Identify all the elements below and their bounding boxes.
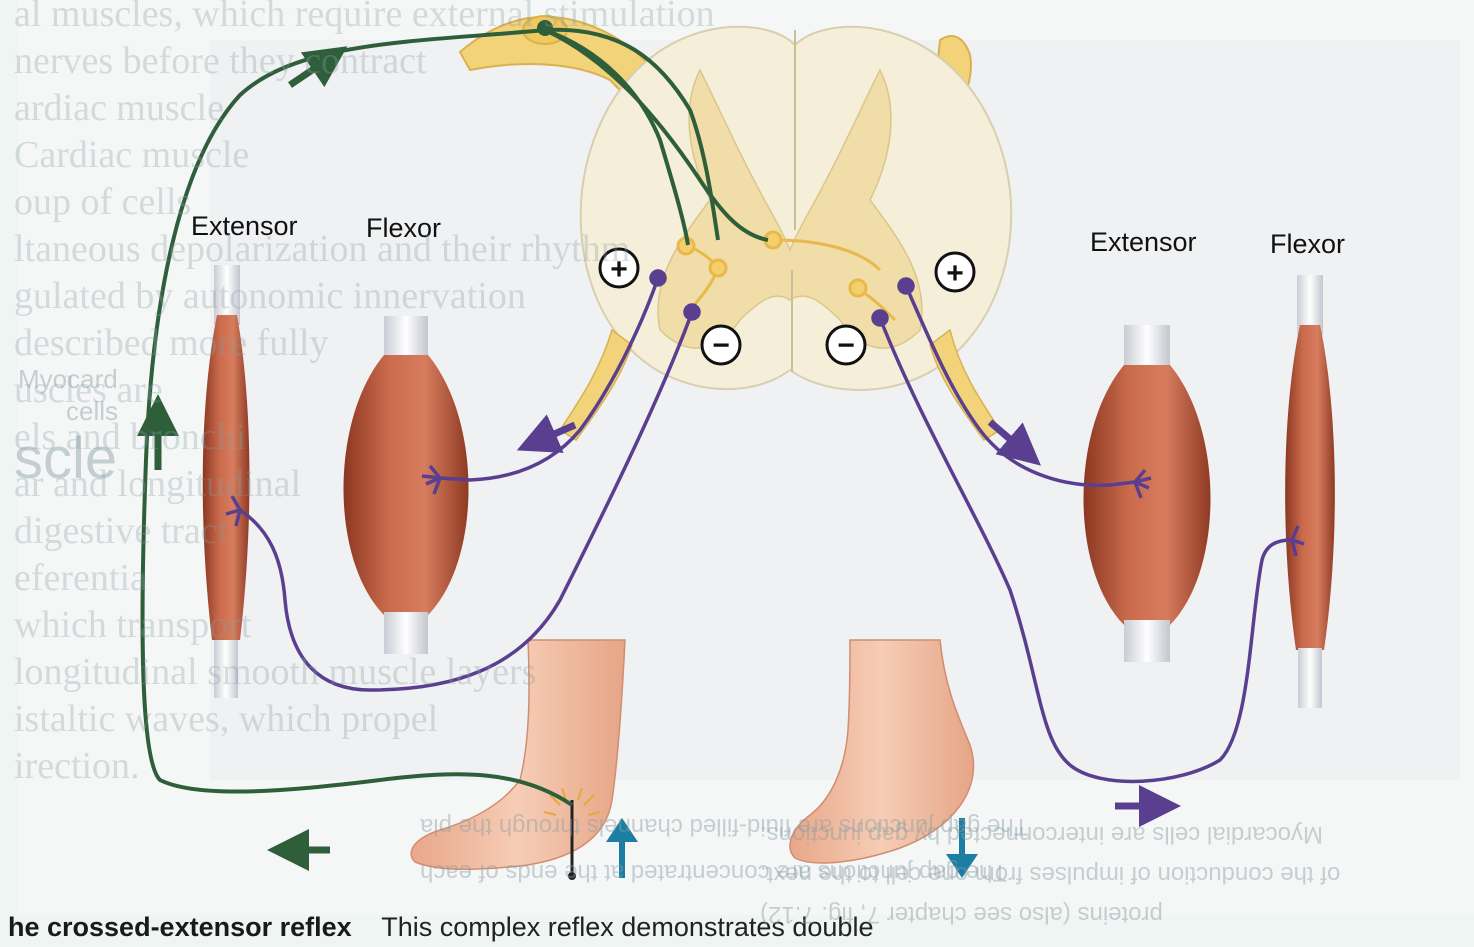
background-text-line: istaltic waves, which propel xyxy=(14,697,438,741)
background-text-line: described more fully xyxy=(14,321,328,365)
tendon-top xyxy=(384,316,428,361)
motor-soma-4 xyxy=(873,311,887,325)
motor-soma-3 xyxy=(899,279,913,293)
background-text-line: nerves before they contract xyxy=(14,39,427,83)
figure-caption: he crossed-extensor reflex This complex … xyxy=(8,912,873,943)
background-text-line: Cardiac muscle xyxy=(14,133,249,177)
background-text-line: al muscles, which require external stimu… xyxy=(14,0,715,36)
background-side-label: Myocard xyxy=(18,364,118,395)
inhibit-symbol-left: − xyxy=(702,326,740,364)
background-side-label: scle xyxy=(14,425,117,492)
caption-title: he crossed-extensor reflex xyxy=(8,912,352,942)
motor-soma-1 xyxy=(651,271,665,285)
tendon-bottom xyxy=(384,612,428,654)
inhibit-symbol-right: − xyxy=(827,326,865,364)
motor-soma-2 xyxy=(685,305,699,319)
label-extensor-right: Extensor xyxy=(1090,227,1197,258)
label-flexor-right: Flexor xyxy=(1270,229,1345,260)
muscle-belly xyxy=(1285,325,1335,650)
excite-symbol-right: + xyxy=(936,253,974,291)
background-text-line: ltaneous depolarization and their rhythm xyxy=(14,227,630,271)
interneuron-soma-4 xyxy=(850,280,866,296)
background-mirrored-line: proteins (also see chapter 7, fig. 7.12) xyxy=(760,900,1163,928)
tendon-bottom xyxy=(1298,648,1322,708)
background-text-line: oup of cells xyxy=(14,180,191,224)
background-text-line: which transport xyxy=(14,603,251,647)
background-text-line: gulated by autonomic innervation xyxy=(14,274,526,318)
background-mirrored-line: Myocardial cells are interconnected by g… xyxy=(760,820,1323,848)
interneuron-soma-2 xyxy=(710,260,726,276)
background-text-line: digestive tract xyxy=(14,509,228,553)
muscle-belly xyxy=(344,355,469,615)
tendon-top xyxy=(1124,325,1170,370)
background-text-line: irection. xyxy=(14,744,140,788)
muscle-belly xyxy=(1084,365,1211,625)
background-text-line: ardiac muscle xyxy=(14,86,224,130)
background-text-line: longitudinal smooth muscle layers xyxy=(14,650,536,694)
svg-text:−: − xyxy=(837,329,855,362)
background-mirrored-line: of the conduction of impulses from one c… xyxy=(760,860,1340,888)
background-text-line: eferentia xyxy=(14,556,147,600)
svg-text:−: − xyxy=(712,329,730,362)
tendon-bottom xyxy=(1124,620,1170,662)
svg-text:+: + xyxy=(946,257,964,290)
background-side-label: cells xyxy=(66,396,118,427)
